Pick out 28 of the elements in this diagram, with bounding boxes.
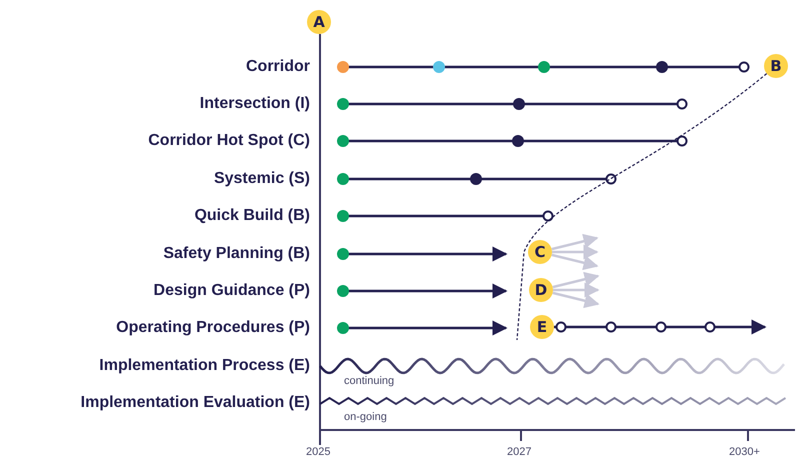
letter-badge: B bbox=[764, 54, 788, 78]
letter-badge: A bbox=[307, 10, 331, 34]
year-label: 2025 bbox=[306, 446, 330, 459]
arrow bbox=[552, 272, 600, 288]
year-label: 2027 bbox=[507, 446, 532, 459]
row-label: Systemic (S) bbox=[214, 170, 310, 188]
row-label: Implementation Evaluation (E) bbox=[80, 394, 310, 412]
row-label: Design Guidance (P) bbox=[154, 282, 310, 300]
letter-badge: D bbox=[529, 278, 553, 302]
year-label: 2030+ bbox=[729, 446, 760, 459]
arrow bbox=[552, 292, 600, 308]
letter-badge: C bbox=[528, 240, 552, 264]
row-label: Corridor bbox=[246, 58, 310, 76]
row-label: Safety Planning (B) bbox=[163, 245, 310, 263]
letter-badge: E bbox=[530, 315, 554, 339]
row-label: Intersection (I) bbox=[200, 95, 310, 113]
row-label: Corridor Hot Spot (C) bbox=[148, 132, 310, 150]
row-label: Quick Build (B) bbox=[194, 207, 310, 225]
arrow bbox=[552, 244, 598, 260]
dotted-connector bbox=[516, 73, 768, 340]
status-note: on-going bbox=[344, 411, 387, 424]
row-label: Implementation Process (E) bbox=[99, 357, 310, 375]
arrow bbox=[554, 320, 766, 334]
status-note: continuing bbox=[344, 375, 394, 388]
arrow bbox=[551, 254, 598, 270]
row-label: Operating Procedures (P) bbox=[116, 319, 310, 337]
arrow bbox=[551, 234, 598, 250]
arrow bbox=[553, 282, 600, 298]
